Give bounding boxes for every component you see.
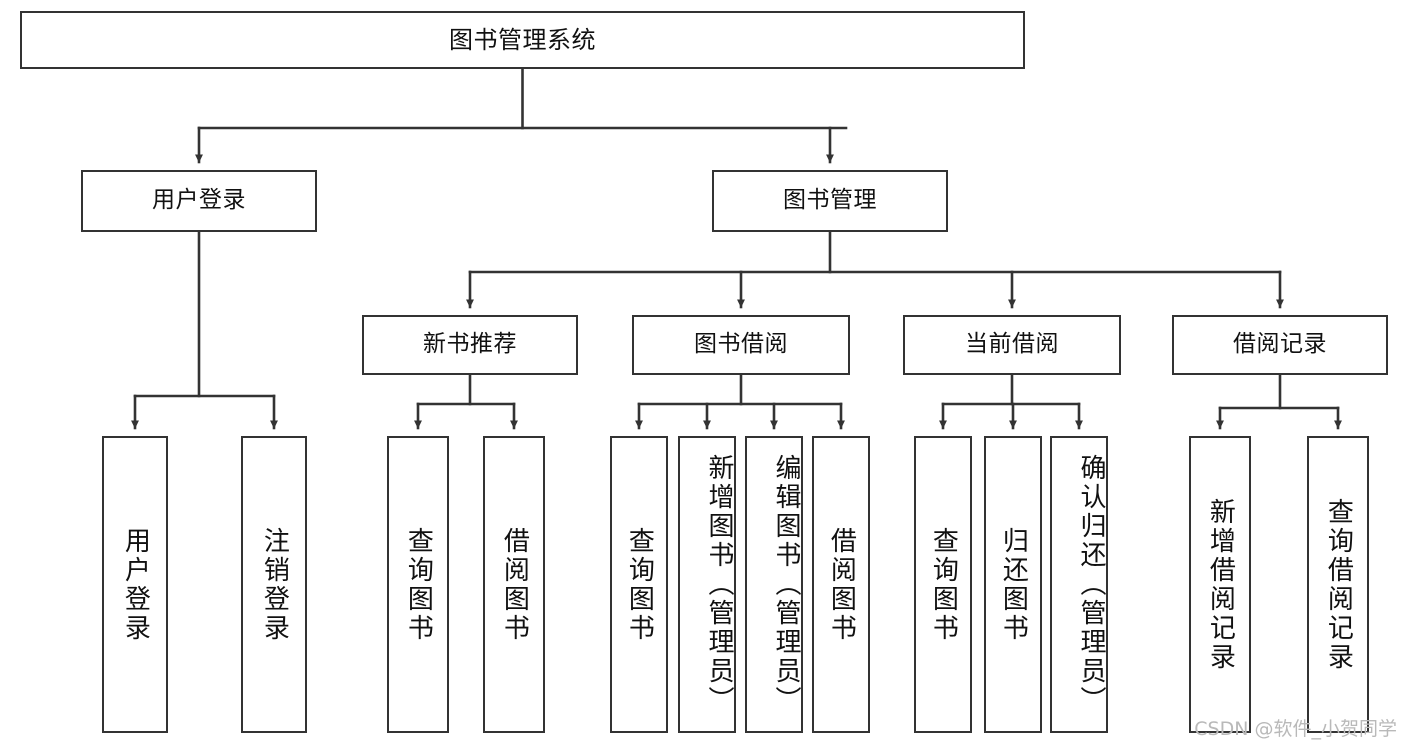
- node-leaf-query-3[interactable]: 查询图书: [914, 436, 972, 733]
- node-label: 图书管理: [783, 187, 877, 214]
- node-root[interactable]: 图书管理系统: [20, 11, 1025, 69]
- node-label: 注销登录: [259, 526, 290, 643]
- node-label: 图书借阅: [694, 331, 788, 358]
- node-leaf-borrow-2[interactable]: 借阅图书: [812, 436, 870, 733]
- node-book-manage[interactable]: 图书管理: [712, 170, 948, 232]
- node-leaf-edit-book[interactable]: 编辑图书（管理员）: [745, 436, 803, 733]
- node-leaf-query-rec[interactable]: 查询借阅记录: [1307, 436, 1369, 733]
- node-leaf-add-rec[interactable]: 新增借阅记录: [1189, 436, 1251, 733]
- node-leaf-add-book[interactable]: 新增图书（管理员）: [678, 436, 736, 733]
- node-leaf-borrow-1[interactable]: 借阅图书: [483, 436, 545, 733]
- node-label: 新书推荐: [423, 331, 517, 358]
- node-label: 用户登录: [152, 187, 246, 214]
- node-label: 归还图书: [998, 526, 1029, 643]
- node-label: 借阅图书: [499, 526, 530, 643]
- node-current-borrow[interactable]: 当前借阅: [903, 315, 1121, 375]
- csdn-watermark: CSDN @软件_小贺同学: [1194, 718, 1397, 740]
- node-label: 用户登录: [120, 526, 151, 643]
- node-user-login[interactable]: 用户登录: [81, 170, 317, 232]
- node-leaf-user-login[interactable]: 用户登录: [102, 436, 168, 733]
- node-label: 查询图书: [928, 526, 959, 643]
- node-label: 新增借阅记录: [1205, 497, 1236, 672]
- node-new-book-rec[interactable]: 新书推荐: [362, 315, 578, 375]
- node-leaf-logout[interactable]: 注销登录: [241, 436, 307, 733]
- node-borrow-record[interactable]: 借阅记录: [1172, 315, 1388, 375]
- node-label: 查询借阅记录: [1323, 497, 1354, 672]
- node-label: 编辑图书（管理员）: [771, 454, 801, 715]
- node-label: 图书管理系统: [449, 25, 596, 54]
- node-book-borrow[interactable]: 图书借阅: [632, 315, 850, 375]
- node-label: 确认归还（管理员）: [1076, 454, 1106, 715]
- node-label: 借阅记录: [1233, 331, 1327, 358]
- node-leaf-query-1[interactable]: 查询图书: [387, 436, 449, 733]
- node-leaf-return[interactable]: 归还图书: [984, 436, 1042, 733]
- node-label: 当前借阅: [965, 331, 1059, 358]
- node-label: 查询图书: [403, 526, 434, 643]
- node-leaf-confirm[interactable]: 确认归还（管理员）: [1050, 436, 1108, 733]
- node-label: 借阅图书: [826, 526, 857, 643]
- node-leaf-query-2[interactable]: 查询图书: [610, 436, 668, 733]
- node-label: 新增图书（管理员）: [704, 454, 734, 715]
- node-label: 查询图书: [624, 526, 655, 643]
